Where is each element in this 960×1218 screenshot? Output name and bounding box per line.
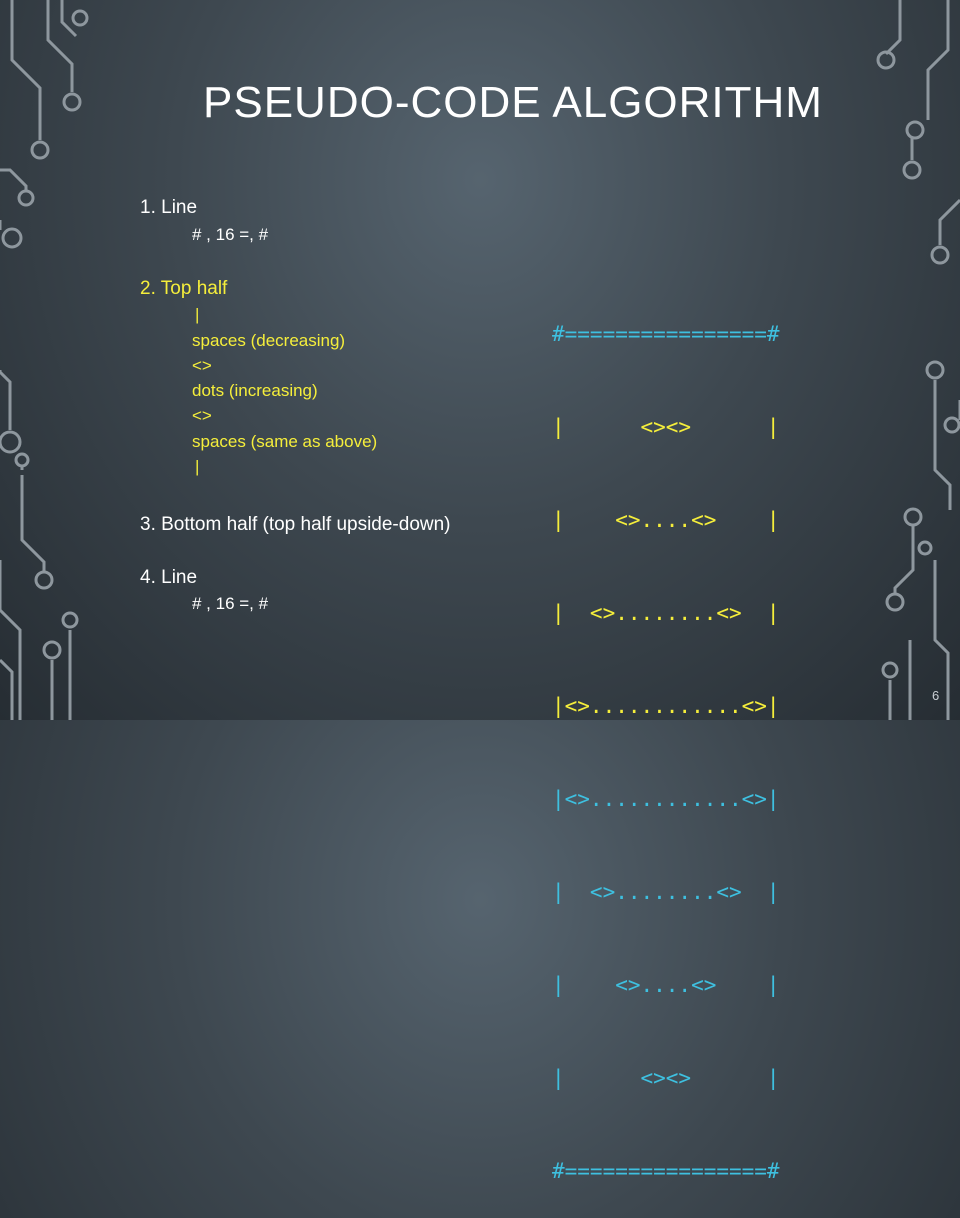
diagram-line-top-border: #================#	[552, 322, 780, 346]
step1-heading: 1. Line	[140, 197, 198, 218]
step4-detail: # , 16 =, #	[192, 594, 269, 613]
step2-item: spaces (same as above)	[192, 432, 378, 451]
step1-detail: # , 16 =, #	[192, 225, 269, 244]
step2-item: <>	[192, 356, 212, 375]
step2-item: dots (increasing)	[192, 381, 318, 400]
diagram-line: | <>....<> |	[552, 508, 780, 532]
step2-item: |	[195, 305, 200, 324]
diagram-line: | <><> |	[552, 1066, 780, 1090]
step2-heading: 2. Top half	[140, 278, 228, 299]
step2-item: <>	[192, 406, 212, 425]
diamond-diagram: #================# | <><> | | <>....<> |…	[552, 257, 780, 1218]
circuit-decoration	[0, 0, 960, 720]
step4-heading: 4. Line	[140, 567, 198, 588]
step3-heading: 3. Bottom half (top half upside-down)	[140, 514, 451, 535]
diagram-line: | <>........<> |	[552, 880, 780, 904]
diagram-line-bottom-border: #================#	[552, 1159, 780, 1183]
step2-item: spaces (decreasing)	[192, 331, 346, 350]
diagram-line: | <>....<> |	[552, 973, 780, 997]
step2-item: |	[195, 457, 200, 476]
slide-title: PSEUDO-CODE ALGORITHM	[203, 78, 823, 127]
diagram-line: | <>........<> |	[552, 601, 780, 625]
diagram-line: | <><> |	[552, 415, 780, 439]
page-number: 6	[932, 688, 940, 703]
diagram-line: |<>............<>|	[552, 694, 780, 718]
diagram-line: |<>............<>|	[552, 787, 780, 811]
